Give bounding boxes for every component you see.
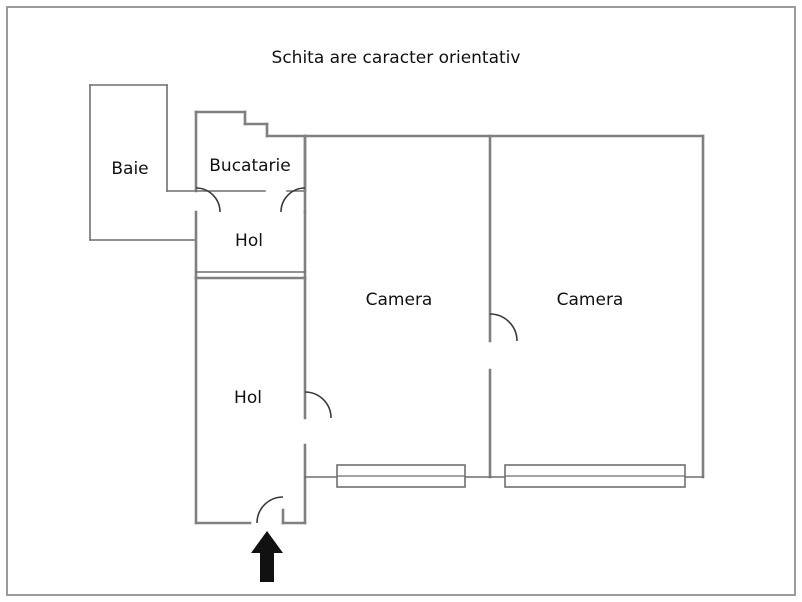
page-title: Schita are caracter orientativ bbox=[272, 48, 521, 68]
door-bucatarie-to-hol bbox=[195, 187, 221, 213]
room-label-baie: Baie bbox=[111, 159, 148, 179]
entrance-direction-arrow bbox=[251, 531, 283, 582]
door-camera-to-camera bbox=[489, 313, 518, 342]
door-hol-to-bucatarie-right bbox=[280, 187, 306, 213]
doors-group bbox=[195, 187, 518, 524]
entrance-direction-arrow-shape bbox=[251, 531, 283, 582]
room-label-camera-1: Camera bbox=[366, 290, 433, 310]
room-label-hol-sus: Hol bbox=[235, 231, 263, 251]
room-label-camera-2: Camera bbox=[557, 290, 624, 310]
outer-border bbox=[6, 6, 796, 596]
walls-group bbox=[89, 84, 705, 525]
room-label-hol-jos: Hol bbox=[234, 388, 262, 408]
room-label-bucatarie: Bucatarie bbox=[209, 156, 290, 176]
windows-group bbox=[336, 464, 686, 488]
door-entrance bbox=[256, 496, 284, 524]
door-hol-to-camera bbox=[304, 391, 332, 419]
